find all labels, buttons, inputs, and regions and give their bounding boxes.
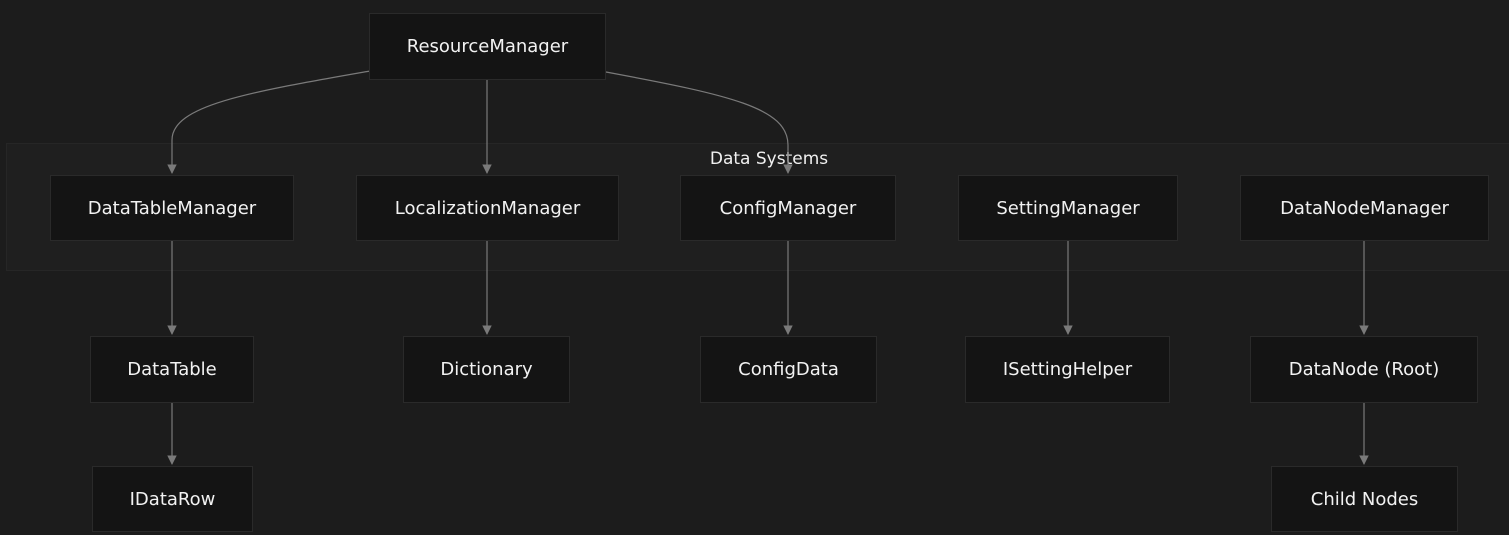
node-idata-row: IDataRow	[92, 466, 253, 532]
edge-resourcemanager-datatablemanager	[167, 70, 371, 174]
node-child-nodes: Child Nodes	[1271, 466, 1458, 532]
node-data-table: DataTable	[90, 336, 254, 403]
node-data-node-root: DataNode (Root)	[1250, 336, 1478, 403]
cluster-title: Data Systems	[709, 149, 829, 169]
node-setting-manager: SettingManager	[958, 175, 1178, 241]
node-isetting-helper: ISettingHelper	[965, 336, 1170, 403]
edge-resourcemanager-configmanager	[605, 71, 793, 174]
node-data-table-manager: DataTableManager	[50, 175, 294, 241]
node-resource-manager: ResourceManager	[369, 13, 606, 80]
node-dictionary: Dictionary	[403, 336, 570, 403]
node-config-manager: ConfigManager	[680, 175, 896, 241]
node-localization-manager: LocalizationManager	[356, 175, 619, 241]
node-config-data: ConfigData	[700, 336, 877, 403]
node-data-node-manager: DataNodeManager	[1240, 175, 1489, 241]
